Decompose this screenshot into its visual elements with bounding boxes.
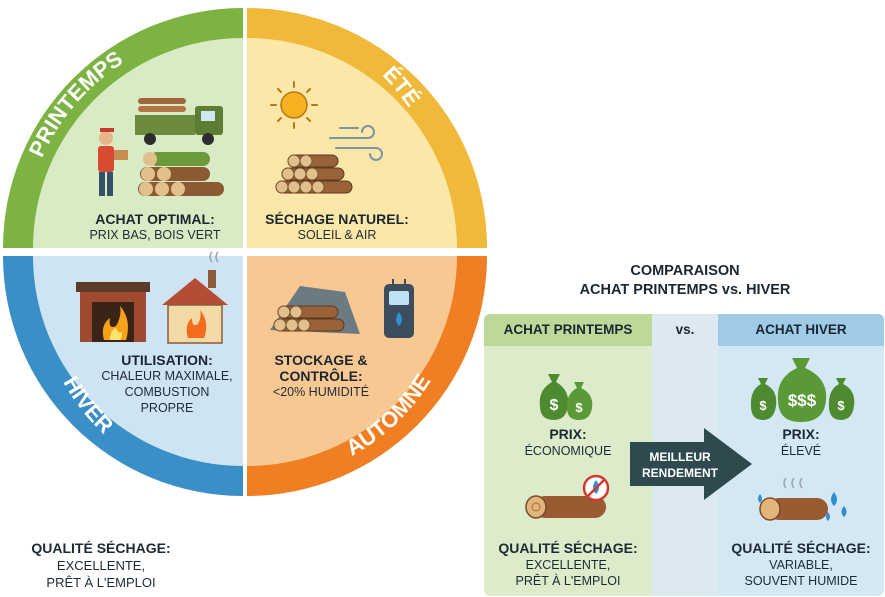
money-bags-icon: $ $ — [539, 374, 593, 420]
autumn-caption-title2: CONTRÔLE: — [279, 368, 363, 384]
winter-caption-sub2: COMBUSTION — [124, 385, 210, 399]
truck-icon — [135, 98, 223, 145]
person-icon — [98, 128, 128, 196]
wind-icon — [329, 125, 383, 161]
money-bags-large-icon: $ $$$ $ — [750, 358, 855, 422]
better-yield-line1: MEILLEUR — [649, 450, 711, 464]
log-pile-icon — [138, 152, 224, 196]
money-symbol-right-center: $$$ — [788, 391, 817, 410]
comparison-title-line1: COMPARAISON — [630, 263, 740, 279]
summer-caption-title: SÉCHAGE NATUREL: — [265, 211, 409, 227]
winter-price-block: PRIX: ÉLEVÉ — [718, 426, 884, 459]
winter-purchase-header: ACHAT HIVER — [718, 314, 884, 346]
better-yield-line2: RENDEMENT — [642, 466, 719, 480]
winter-quality-line1: VARIABLE, — [769, 558, 833, 572]
spring-quality-line1: EXCELLENTE, — [525, 558, 611, 572]
versus-header: vs. — [652, 314, 718, 346]
winter-quality-block: QUALITÉ SÉCHAGE: VARIABLE, SOUVENT HUMID… — [718, 540, 884, 589]
sun-icon — [270, 81, 318, 129]
drying-quality-note-line1: EXCELLENTE, — [56, 558, 146, 573]
winter-caption-sub1: CHALEUR MAXIMALE, — [101, 369, 233, 383]
spring-price-value: ÉCONOMIQUE — [524, 444, 612, 458]
drying-quality-note-title: QUALITÉ SÉCHAGE: — [31, 540, 171, 556]
money-symbol-left-1: $ — [550, 397, 559, 414]
spring-purchase-header: ACHAT PRINTEMPS — [484, 314, 652, 346]
log-stack-icon — [275, 154, 353, 194]
winter-purchase-panel: ACHAT HIVER $ $$$ $ PRIX: ÉLEVÉ QUALITÉ … — [718, 314, 884, 596]
summer-caption: SÉCHAGE NATUREL: SOLEIL & AIR — [252, 211, 422, 243]
spring-caption: ACHAT OPTIMAL: PRIX BAS, BOIS VERT — [70, 211, 240, 243]
better-yield-arrow: MEILLEUR RENDEMENT — [630, 428, 752, 500]
autumn-caption: STOCKAGE & CONTRÔLE: <20% HUMIDITÉ — [256, 352, 386, 400]
spring-quality-block: QUALITÉ SÉCHAGE: EXCELLENTE, PRÊT À L'EM… — [484, 540, 652, 589]
winter-caption: UTILISATION: CHALEUR MAXIMALE, COMBUSTIO… — [92, 352, 242, 416]
summer-caption-sub: SOLEIL & AIR — [297, 228, 377, 242]
wet-log-icon — [758, 477, 847, 521]
spring-caption-title: ACHAT OPTIMAL: — [95, 211, 215, 227]
season-wheel: PRINTEMPS ÉTÉ AUTOMNE HIVER — [3, 8, 487, 496]
winter-quality-title: QUALITÉ SÉCHAGE: — [731, 540, 871, 556]
money-symbol-right-2: $ — [837, 398, 845, 413]
comparison-title-line2: ACHAT PRINTEMPS vs. HIVER — [579, 282, 791, 298]
spring-caption-sub: PRIX BAS, BOIS VERT — [89, 228, 221, 242]
autumn-caption-title1: STOCKAGE & — [274, 352, 368, 368]
money-symbol-right-1: $ — [759, 398, 767, 413]
drying-quality-note-line2: PRÊT À L'EMPLOI — [46, 575, 156, 590]
spring-price-title: PRIX: — [549, 426, 587, 442]
spring-quality-title: QUALITÉ SÉCHAGE: — [498, 540, 638, 556]
spring-quality-line2: PRÊT À L'EMPLOI — [515, 574, 621, 588]
winter-quality-line2: SOUVENT HUMIDE — [744, 574, 858, 588]
spring-price-block: PRIX: ÉCONOMIQUE — [484, 426, 652, 459]
winter-caption-title: UTILISATION: — [121, 352, 213, 368]
moisture-meter-icon — [384, 279, 414, 338]
comparison-title: COMPARAISON ACHAT PRINTEMPS vs. HIVER — [470, 262, 885, 300]
money-symbol-left-2: $ — [575, 400, 583, 415]
winter-price-value: ÉLEVÉ — [780, 444, 822, 458]
fireplace-icon — [76, 282, 150, 342]
winter-caption-sub3: PROPRE — [140, 401, 194, 415]
drying-quality-note: QUALITÉ SÉCHAGE: EXCELLENTE, PRÊT À L'EM… — [6, 540, 196, 591]
covered-logs-icon — [270, 286, 360, 334]
winter-price-title: PRIX: — [782, 426, 820, 442]
autumn-caption-sub: <20% HUMIDITÉ — [272, 385, 370, 399]
dry-log-icon — [525, 474, 610, 519]
spring-purchase-panel: ACHAT PRINTEMPS $ $ PRIX: ÉCONOMIQUE QUA… — [484, 314, 652, 596]
house-icon — [162, 251, 228, 344]
